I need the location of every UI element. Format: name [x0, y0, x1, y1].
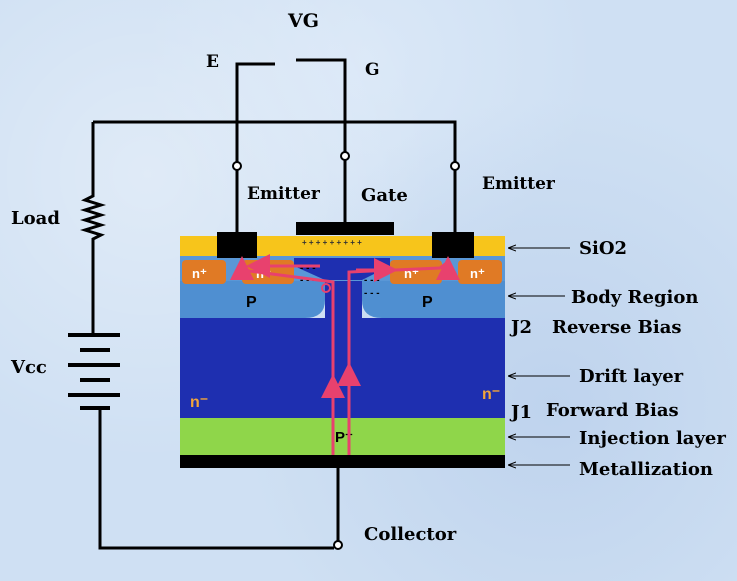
annotation-arrows — [509, 248, 570, 465]
j2-label: J2 — [509, 317, 532, 338]
wire-e-lead — [235, 62, 270, 163]
metallization-layer — [180, 455, 505, 468]
drift-layer-region — [180, 318, 505, 418]
n-plus-region-1 — [182, 260, 226, 284]
wire-g-lead — [303, 58, 347, 152]
emitter-right-label: Emitter — [482, 174, 556, 194]
p-body-left — [180, 281, 325, 318]
electrons-right-2: - - - — [364, 288, 380, 299]
load-resistor — [79, 190, 107, 244]
electrons-left-2: - - - — [300, 275, 316, 286]
metallization-label: Metallization — [579, 459, 713, 480]
emitter-contact-left — [217, 232, 257, 258]
e-label: E — [206, 52, 219, 72]
collector-label: Collector — [364, 524, 457, 545]
n-plus-region-4 — [458, 260, 502, 284]
electrons-right-1: - - - — [364, 275, 380, 286]
n-minus-label-right: n⁻ — [482, 386, 500, 403]
load-label: Load — [11, 208, 60, 229]
n-plus-label-4: n⁺ — [470, 266, 485, 281]
p-body-label-right: P — [422, 294, 433, 311]
body-region-label: Body Region — [571, 287, 698, 308]
vcc-battery — [68, 333, 120, 410]
sio2-layer — [180, 236, 505, 256]
reverse-bias-label: Reverse Bias — [552, 317, 682, 338]
emitter-left-label: Emitter — [247, 184, 321, 204]
vg-source — [270, 58, 303, 66]
j1-label: J1 — [509, 402, 532, 423]
sio2-label: SiO2 — [579, 238, 627, 259]
emitter-contact-right — [432, 232, 474, 258]
electrons-left-1: - - - — [300, 263, 316, 274]
vg-label: VG — [287, 10, 319, 32]
vcc-label: Vcc — [10, 357, 47, 378]
injection-layer-label: Injection layer — [579, 428, 726, 449]
wire-top-bus — [93, 120, 457, 163]
drift-layer-label: Drift layer — [579, 366, 684, 387]
emitter-left-terminal — [232, 161, 242, 171]
emitter-right-terminal — [450, 161, 460, 171]
circuit-wires — [91, 58, 457, 550]
p-body-label-left: P — [246, 294, 257, 311]
n-minus-label-left: n⁻ — [190, 394, 208, 411]
gate-label: Gate — [361, 185, 408, 206]
gate-electrode — [296, 222, 394, 235]
current-flow — [230, 254, 460, 455]
channel-charges: + + + + + + + + + — [302, 238, 362, 247]
n-plus-region-3 — [390, 260, 442, 284]
injection-layer-region — [180, 418, 505, 455]
gate-terminal — [340, 151, 350, 161]
forward-bias-label: Forward Bias — [546, 400, 679, 421]
n-plus-label-1: n⁺ — [192, 266, 207, 281]
p-body-right — [362, 281, 505, 318]
inversion-channel — [294, 258, 390, 280]
hole-marker — [321, 283, 331, 293]
terminal-nodes — [232, 151, 460, 550]
wire-bottom — [98, 407, 334, 550]
collector-terminal — [333, 540, 343, 550]
g-label: G — [365, 60, 380, 80]
